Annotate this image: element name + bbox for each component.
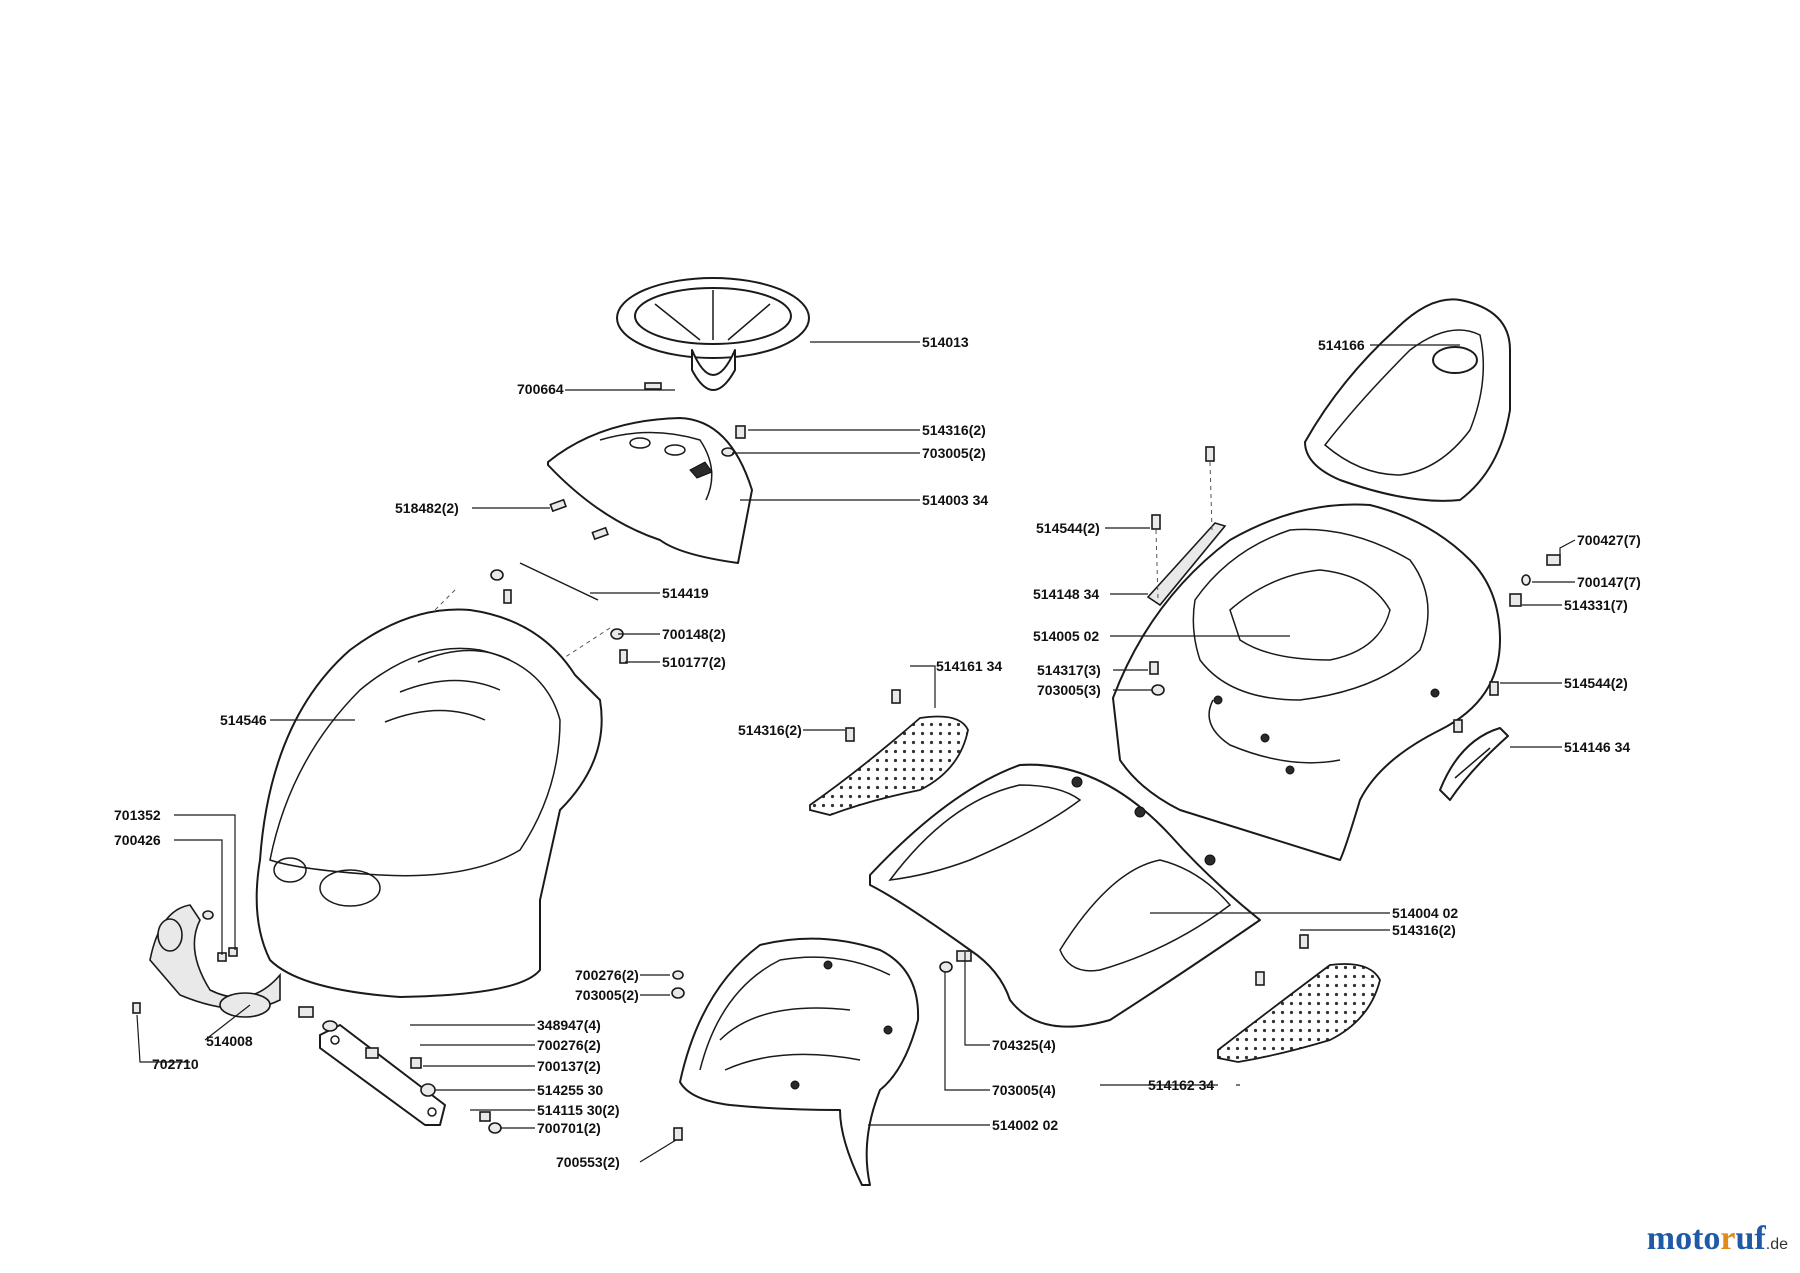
rear-body-part (1112, 503, 1501, 861)
part-label: 510177(2) (662, 654, 726, 670)
part-label: 514331(7) (1564, 597, 1628, 613)
part-label: 700137(2) (537, 1058, 601, 1074)
hood-part (255, 608, 603, 998)
part-label: 514162 34 (1148, 1077, 1215, 1093)
side-panel-part (1146, 446, 1227, 607)
part-label: 703005(3) (1037, 682, 1101, 698)
part-label: 514002 02 (992, 1117, 1059, 1133)
part-label: 700276(2) (537, 1037, 601, 1053)
part-label: 700701(2) (537, 1120, 601, 1136)
pin-part (644, 382, 662, 390)
part-label: 514146 34 (1564, 739, 1631, 755)
front-fender-part (679, 937, 920, 1186)
part-label: 703005(4) (992, 1082, 1056, 1098)
hood-bracket-screws (490, 569, 628, 664)
part-label: 514004 02 (1392, 905, 1459, 921)
part-label: 514166 (1318, 337, 1365, 353)
rear-bracket-part (1439, 719, 1509, 801)
part-label: 514115 30(2) (537, 1102, 620, 1118)
seat-part (1304, 298, 1511, 502)
part-label: 514013 (922, 334, 969, 350)
part-label: 514008 (206, 1033, 253, 1049)
screws-dashboard (549, 425, 746, 541)
part-label: 514316(2) (738, 722, 802, 738)
bracket-hardware (298, 1006, 502, 1134)
floor-pan-part (869, 763, 1261, 1028)
part-label: 514148 34 (1033, 586, 1100, 602)
leader-lines (136, 341, 1576, 1163)
part-label: 514161 34 (936, 658, 1003, 674)
part-label: 700664 (517, 381, 564, 397)
part-label: 703005(2) (922, 445, 986, 461)
headlight-part (149, 904, 281, 1018)
part-label: 518482(2) (395, 500, 459, 516)
part-label: 514316(2) (922, 422, 986, 438)
footplate-right-screws (1255, 934, 1309, 986)
part-label: 348947(4) (537, 1017, 601, 1033)
part-label: 514255 30 (537, 1082, 604, 1098)
part-label: 702710 (152, 1056, 199, 1072)
part-label: 701352 (114, 807, 161, 823)
part-label: 700276(2) (575, 967, 639, 983)
brand-watermark: motoruf.de (1646, 1220, 1788, 1257)
bracket-bar-part (319, 1024, 446, 1126)
part-label: 514005 02 (1033, 628, 1100, 644)
part-label: 514003 34 (922, 492, 989, 508)
fender-screws (671, 950, 972, 1141)
part-label: 700147(7) (1577, 574, 1641, 590)
part-label: 704325(4) (992, 1037, 1056, 1053)
headlight-screws (132, 910, 238, 1014)
part-label: 514419 (662, 585, 709, 601)
part-label: 700426 (114, 832, 161, 848)
footplate-right-part (1217, 963, 1381, 1063)
part-label: 700148(2) (662, 626, 726, 642)
steering-wheel-part (616, 277, 810, 391)
part-label: 514544(2) (1036, 520, 1100, 536)
part-label: 514546 (220, 712, 267, 728)
part-label: 703005(2) (575, 987, 639, 1003)
part-label: 700553(2) (556, 1154, 620, 1170)
seat-hardware (1489, 554, 1561, 696)
part-label: 514317(3) (1037, 662, 1101, 678)
footplate-left-part (809, 715, 969, 816)
part-label: 514316(2) (1392, 922, 1456, 938)
footplate-left-screws (845, 689, 901, 742)
dashboard-part (547, 417, 753, 564)
rod-part (519, 562, 599, 601)
part-label: 700427(7) (1577, 532, 1641, 548)
part-label: 514544(2) (1564, 675, 1628, 691)
